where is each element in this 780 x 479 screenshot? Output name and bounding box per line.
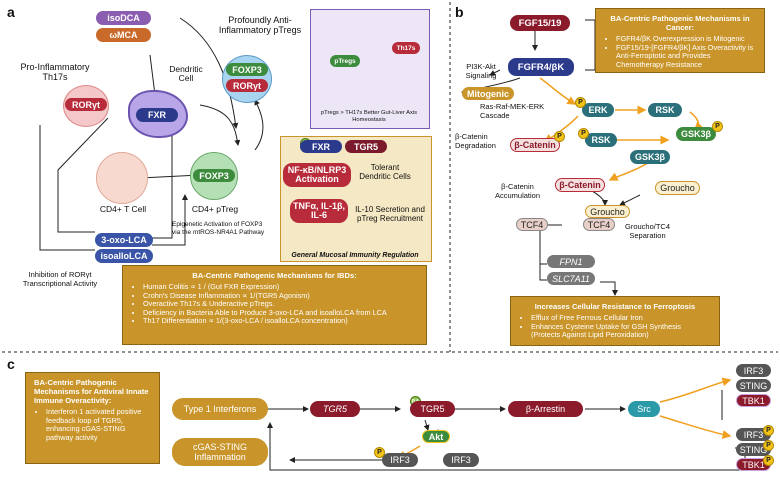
panel-label-a: a — [7, 4, 15, 20]
groucho-pill: Groucho — [655, 181, 700, 195]
antiviral-box: BA-Centric Pathogenic Mechanisms for Ant… — [25, 372, 160, 464]
ibd-title: BA-Centric Pathogenic Mechanisms for IBD… — [192, 271, 357, 280]
tbk1-top-pill: TBK1 — [736, 394, 771, 407]
cancer-title: BA-Centric Pathogenic Mechanisms in Canc… — [610, 14, 750, 32]
groucho-pill-2: Groucho — [585, 205, 630, 218]
bcat-pill: β-Catenin — [510, 138, 560, 152]
panel-label-c: c — [7, 356, 15, 372]
ibd-item: Crohn's Disease Inflammation ∝ 1/(TGR5 A… — [143, 291, 418, 301]
irf3-bot-pill: IRF3 — [736, 428, 771, 441]
balance-ptregs: pTregs — [330, 55, 360, 67]
erk-pill: ERK — [582, 103, 614, 117]
tcf4-pill: TCF4 — [583, 218, 615, 231]
ibd-item: Human Colitis ∝ 1 / (Gut FXR Expression) — [143, 282, 418, 292]
pi3k-label: PI3K-Akt Signaling — [465, 62, 497, 80]
cgas-pill: cGAS-STING Inflammation — [172, 438, 268, 466]
cd4-ptreg-label: CD4+ pTreg — [191, 204, 239, 214]
fgf1519-pill: FGF15/19 — [510, 15, 570, 31]
panel-label-b: b — [455, 4, 464, 20]
phospho-icon: P — [763, 425, 774, 436]
antiviral-title: BA-Centric Pathogenic Mechanisms for Ant… — [34, 378, 149, 405]
cancer-item: FGF15/19-[FGFR4/βK] Axis Overactivity is… — [616, 43, 756, 70]
rsk-pill-2: RSK — [585, 133, 617, 147]
gsk3b-pill-2: GSK3β — [630, 150, 670, 164]
bcat-deg-label: β-Catenin Degradation — [455, 132, 496, 150]
bcat-acc-label: β-Catenin Accumulation — [494, 182, 541, 200]
balance-box — [310, 9, 430, 129]
ibd-box: BA-Centric Pathogenic Mechanisms for IBD… — [122, 265, 427, 345]
sting-bot-pill: STING — [736, 443, 771, 456]
bcat-pill-2: β-Catenin — [555, 178, 605, 192]
il10-label: IL-10 Secretion and pTreg Recruitment — [355, 205, 425, 223]
fxr-pill: FXR — [136, 108, 178, 122]
rsk-pill: RSK — [648, 103, 682, 117]
dendritic-cell-label: Dendritic Cell — [169, 64, 203, 83]
mucosal-box — [280, 136, 432, 262]
phospho-icon: P — [712, 121, 723, 132]
fxr-pill-2: FXR — [300, 140, 342, 153]
profoundly-label: Profoundly Anti-Inflammatory pTregs — [218, 15, 302, 35]
sting-top-pill: STING — [736, 379, 771, 392]
cd4-t-cell-icon — [96, 152, 148, 204]
phospho-icon: P — [763, 440, 774, 451]
ferroptosis-box: Increases Cellular Resistance to Ferropt… — [510, 296, 720, 346]
cancer-item: FGFR4/βK Overexpression is Mitogenic — [616, 34, 756, 44]
cd4-t-cell-label: CD4+ T Cell — [99, 204, 147, 214]
phospho-icon: P — [575, 97, 586, 108]
phospho-icon: P — [374, 447, 385, 458]
epigenetic-label: Epigenetic Activation of FOXP3 via the m… — [172, 221, 265, 236]
balance-caption: pTregs > TH17s Better Gut-Liver Axis Hom… — [320, 110, 418, 123]
type1-ifn-pill: Type 1 Interferons — [172, 398, 268, 420]
tgr5-gene-pill: TGR5 — [310, 401, 360, 417]
phospho-icon: P — [578, 128, 589, 139]
tolerant-label: Tolerant Dendritic Cells — [359, 163, 411, 181]
barrestin-pill: β-Arrestin — [508, 401, 583, 417]
ferroptosis-item: Enhances Cysteine Uptake for GSH Synthes… — [531, 322, 711, 340]
phospho-icon: P — [554, 131, 565, 142]
tnf-pill: TNFα, IL-1β, IL-6 — [290, 199, 348, 223]
ibd-item: Deficiency in Bacteria Able to Produce 3… — [143, 308, 418, 318]
ibd-item: Th17 Differentiation ∝ 1/(3-oxo-LCA / is… — [143, 317, 418, 326]
wmca-pill: ωMCA — [96, 28, 151, 42]
roryt-pill: RORγt — [65, 98, 107, 111]
isoallolca-pill: isoalloLCA — [95, 249, 153, 263]
src-pill: Src — [628, 401, 660, 417]
foxp3-pill-2: FOXP3 — [193, 169, 235, 182]
ibd-item: Overactive Th17s & Underactive pTregs. — [143, 300, 418, 309]
foxp3-pill: FOXP3 — [226, 63, 268, 76]
slc7a11-pill: SLC7A11 — [547, 272, 595, 285]
pro-inflammatory-label: Pro-Inflammatory Th17s — [20, 62, 90, 82]
oxo-lca-pill: 3-oxo-LCA — [95, 233, 153, 247]
mitogenic-pill: Mitogenic — [462, 87, 514, 100]
irf3-pill-a: IRF3 — [382, 453, 418, 467]
tgr5-pill-c: TGR5 — [410, 401, 455, 417]
antiviral-item: Interferon 1 activated positive feedback… — [46, 407, 151, 442]
inhibition-label: Inhibition of RORγt Transcriptional Acti… — [22, 270, 98, 288]
groucho-sep-label: Groucho/TC4 Separation — [624, 222, 671, 240]
gsk3b-pill: GSK3β — [676, 127, 716, 141]
roryt-pill-2: RORγt — [226, 79, 268, 92]
mucosal-label: General Mucosal Immunity Regulation — [291, 252, 419, 259]
nfkb-pill: NF-κB/NLRP3 Activation — [283, 163, 351, 187]
akt-pill: Akt — [422, 430, 450, 443]
ferroptosis-title: Increases Cellular Resistance to Ferropt… — [534, 302, 696, 311]
tcf4-pill-2: TCF4 — [516, 218, 548, 231]
ferroptosis-item: Efflux of Free Ferrous Cellular Iron — [531, 313, 711, 323]
irf3-pill-b: IRF3 — [443, 453, 479, 467]
balance-th17s: Th17s — [392, 42, 420, 54]
tgr5-pill: TGR5 — [345, 140, 387, 153]
phospho-icon: P — [763, 455, 774, 466]
irf3-top-pill: IRF3 — [736, 364, 771, 377]
fgfr4-pill: FGFR4/βK — [508, 58, 574, 76]
isodca-pill: isoDCA — [96, 11, 151, 25]
fpn1-pill: FPN1 — [547, 255, 595, 268]
cancer-box: BA-Centric Pathogenic Mechanisms in Canc… — [595, 8, 765, 73]
ras-label: Ras-Raf-MEK-ERK Cascade — [480, 102, 545, 120]
